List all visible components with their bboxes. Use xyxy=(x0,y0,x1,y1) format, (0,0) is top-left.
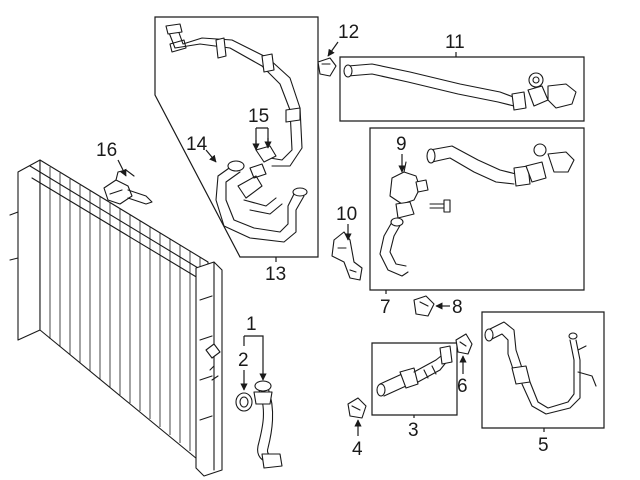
callout-14: 14 xyxy=(186,134,208,155)
part-6-clamp xyxy=(455,333,473,355)
part-13-pipe-assembly xyxy=(165,23,308,243)
part-13-group-box xyxy=(154,16,319,258)
part-11-group-box xyxy=(339,56,585,122)
part-3-pipe-assembly xyxy=(376,345,453,397)
callout-7: 7 xyxy=(380,297,391,318)
part-10-bracket xyxy=(331,231,363,281)
part-5-group-box xyxy=(481,311,605,429)
callout-3: 3 xyxy=(408,420,419,441)
part-7-assembly xyxy=(379,143,575,277)
part-11-hose xyxy=(343,63,577,111)
callout-15: 15 xyxy=(248,106,269,127)
callout-10: 10 xyxy=(336,204,357,225)
part-3-group-box xyxy=(371,342,458,416)
part-16-bracket xyxy=(103,169,153,205)
callout-9: 9 xyxy=(396,134,407,155)
callout-11: 11 xyxy=(445,32,465,53)
callout-12: 12 xyxy=(338,22,359,43)
radiator-assembly xyxy=(9,159,223,477)
callout-6: 6 xyxy=(457,376,468,397)
part-8-clamp xyxy=(413,295,435,317)
callout-2: 2 xyxy=(238,350,249,371)
callout-8: 8 xyxy=(452,297,463,318)
part-7-group-box xyxy=(369,127,585,291)
part-5-hose-pipe xyxy=(484,321,597,415)
part-4-clamp xyxy=(347,397,367,419)
callout-4: 4 xyxy=(352,439,363,460)
part-12-clamp xyxy=(317,57,337,77)
callout-1: 1 xyxy=(246,314,257,335)
callout-13: 13 xyxy=(265,264,286,285)
leader-lines xyxy=(117,41,545,436)
part-2-o-ring xyxy=(235,392,253,412)
part-1-lower-hose xyxy=(253,380,283,469)
callout-labels: 1 2 3 4 5 6 7 8 9 10 11 12 13 14 15 16 xyxy=(96,22,549,460)
callout-5: 5 xyxy=(538,435,549,456)
callout-16: 16 xyxy=(96,140,117,161)
